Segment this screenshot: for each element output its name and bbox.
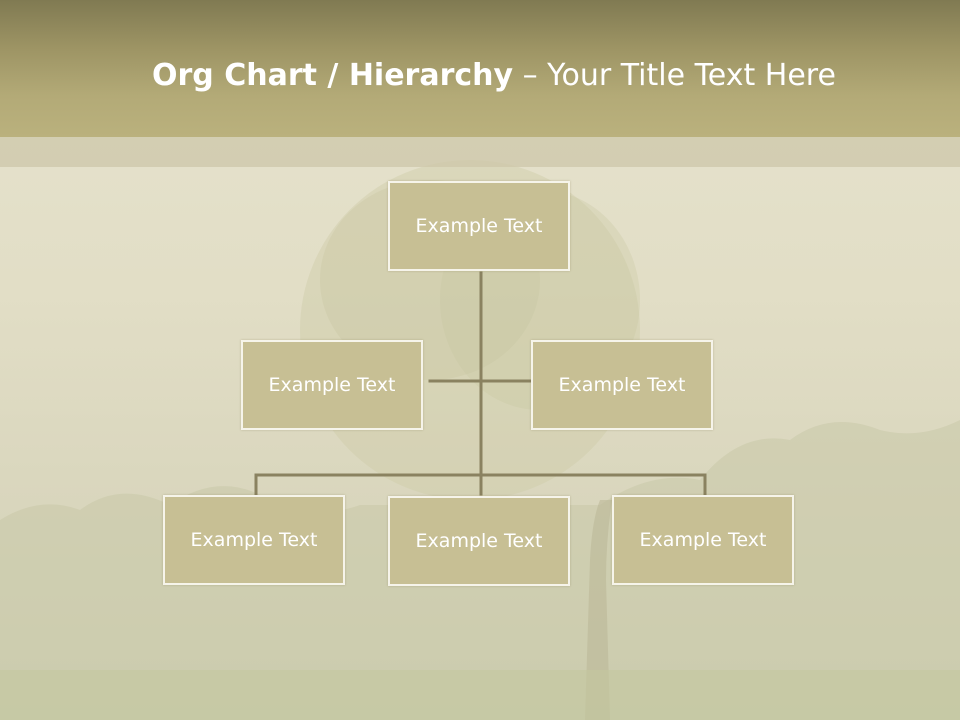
org-node-level2-right-label: Example Text bbox=[558, 374, 686, 396]
org-node-level3-right[interactable]: Example Text bbox=[612, 495, 794, 585]
org-node-level3-center-label: Example Text bbox=[415, 530, 543, 552]
slide-title: Org Chart / Hierarchy – Your Title Text … bbox=[152, 54, 836, 98]
header-band bbox=[0, 0, 960, 137]
org-node-root[interactable]: Example Text bbox=[388, 181, 570, 271]
slide-title-rest: Your Title Text Here bbox=[547, 58, 836, 93]
org-node-level2-left-label: Example Text bbox=[268, 374, 396, 396]
header-sub-band bbox=[0, 137, 960, 167]
slide-title-separator: – bbox=[513, 58, 548, 93]
org-node-level3-right-label: Example Text bbox=[639, 529, 767, 551]
org-node-level2-right[interactable]: Example Text bbox=[531, 340, 713, 430]
slide-title-bold: Org Chart / Hierarchy bbox=[152, 58, 514, 93]
org-node-level2-left[interactable]: Example Text bbox=[241, 340, 423, 430]
org-node-level3-left[interactable]: Example Text bbox=[163, 495, 345, 585]
org-node-root-label: Example Text bbox=[415, 215, 543, 237]
org-node-level3-left-label: Example Text bbox=[190, 529, 318, 551]
org-node-level3-center[interactable]: Example Text bbox=[388, 496, 570, 586]
